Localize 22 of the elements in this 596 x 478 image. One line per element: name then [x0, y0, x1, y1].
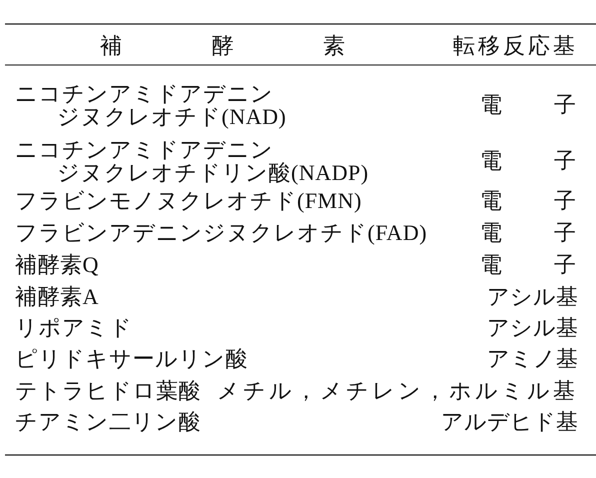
table-cell: アシル基 — [487, 316, 578, 339]
column-header: 補酵素 — [100, 34, 345, 57]
table-cell: フラビンモノヌクレオチド(FMN) — [15, 189, 362, 212]
table-cell: アミノ基 — [487, 347, 578, 370]
table-cell: 補酵素Q — [15, 253, 99, 276]
table-cell: メチル，メチレン，ホルミル基 — [217, 379, 578, 402]
table-cell: 電子 — [480, 221, 576, 244]
table-cell: アルデヒド基 — [441, 410, 578, 433]
table-cell: 電子 — [480, 189, 576, 212]
table-cell: 電子 — [480, 149, 576, 172]
table-cell: 電子 — [480, 93, 576, 116]
column-header: 転移反応基 — [453, 34, 578, 57]
table-cell: フラビンアデニンジヌクレオチド(FAD) — [15, 221, 428, 244]
table-cell: ニコチンアミドアデニンジヌクレオチドリン酸(NADP) — [15, 138, 369, 184]
table-cell: ピリドキサールリン酸 — [15, 347, 248, 370]
table-cell: リポアミド — [15, 316, 132, 339]
table-cell: テトラヒドロ葉酸 — [15, 379, 201, 402]
table-cell: ニコチンアミドアデニンジヌクレオチド(NAD) — [15, 82, 286, 128]
table-cell: 電子 — [480, 253, 576, 276]
table-cell: アシル基 — [487, 285, 578, 308]
table-cell: 補酵素A — [15, 285, 99, 308]
table-cell: チアミン二リン酸 — [15, 410, 201, 433]
